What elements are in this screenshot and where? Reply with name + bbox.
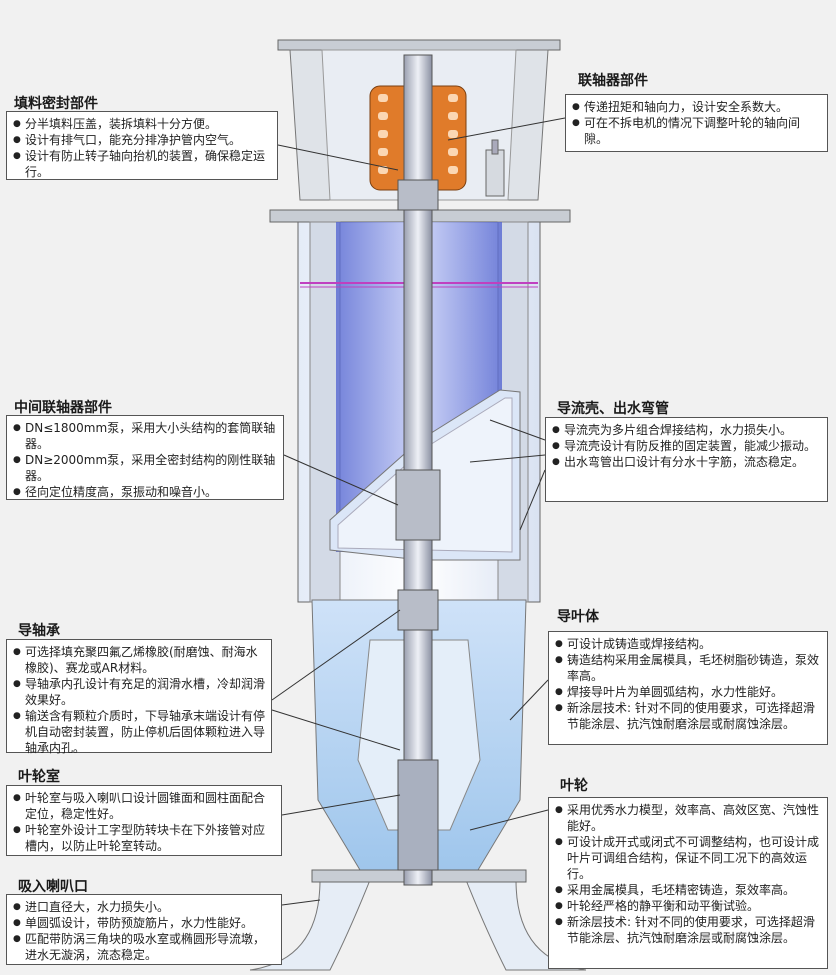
list-item: 可设计成开式或闭式不可调整结构，也可设计成叶片可调组合结构，保证不同工况下的高效… bbox=[555, 834, 821, 882]
list-item: 可在不拆电机的情况下调整叶轮的轴向间隙。 bbox=[572, 115, 821, 147]
list-item: 采用优秀水力模型，效率高、高效区宽、汽蚀性能好。 bbox=[555, 802, 821, 834]
diffuser-box: 导流壳为多片组合焊接结构，水力损失小。 导流壳设计有防反推的固定装置，能减少振动… bbox=[545, 417, 828, 502]
list-item: 出水弯管出口设计有分水十字筋，流态稳定。 bbox=[552, 454, 821, 470]
list-item: 分半填料压盖，装拆填料十分方便。 bbox=[13, 116, 271, 132]
impeller-chamber-title: 叶轮室 bbox=[18, 769, 60, 785]
list-item: 焊接导叶片为单圆弧结构，水力性能好。 bbox=[555, 684, 821, 700]
packing-seal-box: 分半填料压盖，装拆填料十分方便。 设计有排气口，能充分排净护管内空气。 设计有防… bbox=[6, 111, 278, 180]
list-item: 设计有防止转子轴向抬机的装置，确保稳定运行。 bbox=[13, 148, 271, 180]
list-item: DN≤1800mm泵，采用大小头结构的套筒联轴器。 bbox=[13, 420, 277, 452]
guide-vane-title: 导叶体 bbox=[557, 609, 599, 625]
list-item: 导流壳设计有防反推的固定装置，能减少振动。 bbox=[552, 438, 821, 454]
impeller-title: 叶轮 bbox=[560, 778, 588, 794]
list-item: 导轴承内孔设计有充足的润滑水槽，冷却润滑效果好。 bbox=[13, 676, 265, 708]
list-item: 叶轮室与吸入喇叭口设计圆锥面和圆柱面配合定位，稳定性好。 bbox=[13, 790, 275, 822]
list-item: 叶轮室外设计工字型防转块卡在下外接管对应槽内，以防止叶轮室转动。 bbox=[13, 822, 275, 854]
list-item: 采用金属模具，毛坯精密铸造，泵效率高。 bbox=[555, 882, 821, 898]
list-item: 导流壳为多片组合焊接结构，水力损失小。 bbox=[552, 422, 821, 438]
diffuser-title: 导流壳、出水弯管 bbox=[557, 401, 669, 417]
packing-seal-title: 填料密封部件 bbox=[14, 96, 98, 112]
guide-vane-box: 可设计成铸造或焊接结构。 铸造结构采用金属模具，毛坯树脂砂铸造，泵效率高。 焊接… bbox=[548, 631, 828, 745]
mid-coupling-title: 中间联轴器部件 bbox=[14, 400, 112, 416]
list-item: 径向定位精度高，泵振动和噪音小。 bbox=[13, 484, 277, 500]
mid-coupling-box: DN≤1800mm泵，采用大小头结构的套筒联轴器。 DN≥2000mm泵，采用全… bbox=[6, 415, 284, 500]
bearing-title: 导轴承 bbox=[18, 623, 60, 639]
list-item: 叶轮经严格的静平衡和动平衡试验。 bbox=[555, 898, 821, 914]
impeller-chamber-box: 叶轮室与吸入喇叭口设计圆锥面和圆柱面配合定位，稳定性好。 叶轮室外设计工字型防转… bbox=[6, 785, 282, 856]
impeller-box: 采用优秀水力模型，效率高、高效区宽、汽蚀性能好。 可设计成开式或闭式不可调整结构… bbox=[548, 797, 828, 969]
inlet-bell-box: 进口直径大，水力损失小。 单圆弧设计，带防预旋筋片，水力性能好。 匹配带防涡三角… bbox=[6, 894, 282, 965]
list-item: DN≥2000mm泵，采用全密封结构的刚性联轴器。 bbox=[13, 452, 277, 484]
coupling-title: 联轴器部件 bbox=[578, 73, 648, 89]
coupling-box: 传递扭矩和轴向力，设计安全系数大。 可在不拆电机的情况下调整叶轮的轴向间隙。 bbox=[565, 94, 828, 152]
inlet-bell bbox=[249, 869, 587, 971]
bearing-box: 可选择填充聚四氟乙烯橡胶(耐磨蚀、耐海水橡胶)、赛龙或AR材料。 导轴承内孔设计… bbox=[6, 639, 272, 756]
pump-shaft bbox=[395, 54, 441, 886]
list-item: 设计有排气口，能充分排净护管内空气。 bbox=[13, 132, 271, 148]
list-item: 输送含有颗粒介质时，下导轴承末端设计有停机自动密封装置，防止停机后固体颗粒进入导… bbox=[13, 708, 265, 756]
list-item: 可设计成铸造或焊接结构。 bbox=[555, 636, 821, 652]
list-item: 可选择填充聚四氟乙烯橡胶(耐磨蚀、耐海水橡胶)、赛龙或AR材料。 bbox=[13, 644, 265, 676]
list-item: 进口直径大，水力损失小。 bbox=[13, 899, 275, 915]
list-item: 单圆弧设计，带防预旋筋片，水力性能好。 bbox=[13, 915, 275, 931]
list-item: 铸造结构采用金属模具，毛坯树脂砂铸造，泵效率高。 bbox=[555, 652, 821, 684]
list-item: 新涂层技术: 针对不同的使用要求，可选择超滑节能涂层、抗汽蚀耐磨涂层或耐腐蚀涂层… bbox=[555, 700, 821, 732]
inlet-bell-title: 吸入喇叭口 bbox=[18, 879, 88, 895]
list-item: 匹配带防涡三角块的吸水室或椭圆形导流墩，进水无漩涡，流态稳定。 bbox=[13, 931, 275, 963]
list-item: 新涂层技术: 针对不同的使用要求，可选择超滑节能涂层、抗汽蚀耐磨涂层或耐腐蚀涂层… bbox=[555, 914, 821, 946]
list-item: 传递扭矩和轴向力，设计安全系数大。 bbox=[572, 99, 821, 115]
